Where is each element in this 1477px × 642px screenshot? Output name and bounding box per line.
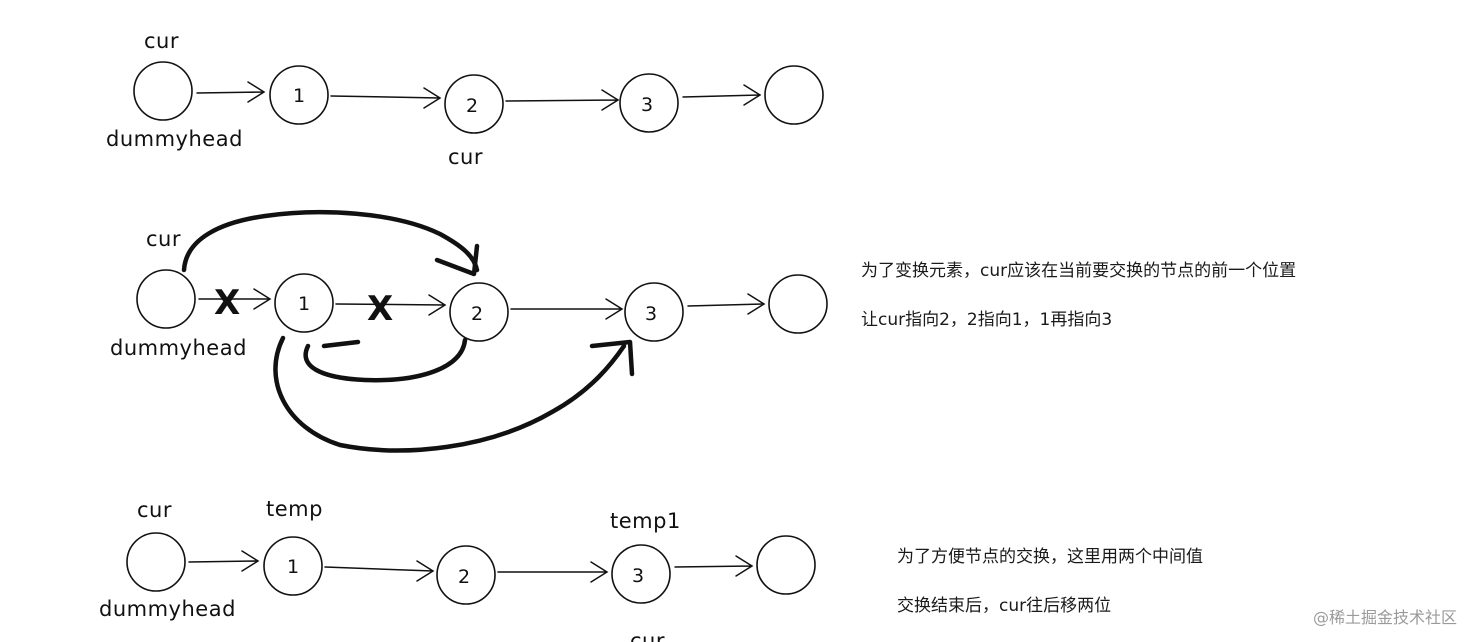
- row3-cur-label: cur: [137, 498, 172, 522]
- row1-arrow-1: [196, 81, 266, 103]
- row2-arrow-4: [687, 293, 766, 315]
- row3-cur-bottom-label: cur: [630, 629, 665, 642]
- row2-node-3: [624, 282, 684, 342]
- row2-note-2: 让cur指向2，2指向1，1再指向3: [861, 310, 1113, 330]
- row2: cur dummyhead X 1 X 2 3: [110, 209, 828, 453]
- row2-dummyhead-label: dummyhead: [110, 336, 247, 360]
- row2-arrow-1: [198, 288, 272, 310]
- row3-node-3: [611, 544, 671, 604]
- row3-node-1-value: 1: [287, 556, 299, 578]
- row2-bold-dash-mark: [321, 339, 361, 349]
- row3-node-1: [263, 536, 323, 596]
- row1-node-3: [619, 73, 679, 133]
- row2-note-1: 为了变换元素，cur应该在当前要交换的节点的前一个位置: [861, 261, 1297, 281]
- row2-node-2: [449, 282, 509, 342]
- row3-node-2-value: 2: [458, 566, 470, 588]
- row3-arrow-3: [497, 561, 609, 583]
- row2-node-1: [274, 273, 334, 333]
- row2-bold-arrow-cur-to-2: [181, 209, 480, 273]
- row3-node-2: [436, 545, 496, 605]
- row2-node-dummyhead: [136, 269, 196, 329]
- row3-arrow-1: [188, 550, 260, 572]
- row3-note-2: 交换结束后，cur往后移两位: [897, 596, 1112, 616]
- row1-node-1-value: 1: [293, 85, 305, 107]
- row1-node-dummyhead: [133, 61, 193, 121]
- row1-node-1: [269, 65, 329, 125]
- row1: cur dummyhead 1 2 cur 3: [106, 29, 824, 169]
- row3-arrow-4: [674, 555, 754, 577]
- row1-arrow-3: [505, 89, 620, 111]
- row2-bold-arrowhead-1-to-3: [589, 339, 635, 377]
- row3-dummyhead-label: dummyhead: [99, 597, 236, 621]
- row3-note-1: 为了方便节点的交换，这里用两个中间值: [897, 547, 1203, 567]
- row1-node-2-value: 2: [466, 95, 478, 117]
- row1-node-2: [444, 74, 504, 134]
- row2-cross-mark-2: X: [367, 289, 394, 329]
- row3-arrow-2: [324, 560, 435, 582]
- row1-node-3-value: 3: [641, 94, 653, 116]
- row2-bold-arrow-1-to-3: [273, 335, 627, 453]
- row3-node-dummyhead: [126, 532, 186, 592]
- row1-node-null: [764, 65, 824, 125]
- row2-arrow-2: [335, 294, 447, 316]
- row1-cur-label: cur: [144, 29, 179, 53]
- row2-node-2-value: 2: [471, 303, 483, 325]
- row1-cur-below-label: cur: [448, 145, 483, 169]
- row2-node-null: [768, 274, 828, 334]
- row1-dummyhead-label: dummyhead: [106, 127, 243, 151]
- row3: cur temp temp1 dummyhead 1 2 3 cur: [99, 497, 816, 642]
- row2-bold-link-2-to-1: [303, 337, 468, 383]
- row3-temp1-label: temp1: [610, 509, 681, 533]
- row2-arrow-3: [510, 298, 624, 320]
- row2-bold-arrowhead-cur-to-2: [434, 243, 480, 277]
- row2-node-1-value: 1: [298, 293, 310, 315]
- row3-temp-label: temp: [266, 497, 323, 521]
- row2-node-3-value: 3: [645, 303, 657, 325]
- row3-node-3-value: 3: [632, 565, 644, 587]
- row3-node-null: [756, 535, 816, 595]
- row1-arrow-4: [682, 84, 762, 106]
- watermark: @稀土掘金技术社区: [1312, 608, 1457, 627]
- row2-cross-mark-1: X: [214, 283, 241, 323]
- row2-cur-label: cur: [146, 227, 181, 251]
- row1-arrow-2: [330, 87, 442, 109]
